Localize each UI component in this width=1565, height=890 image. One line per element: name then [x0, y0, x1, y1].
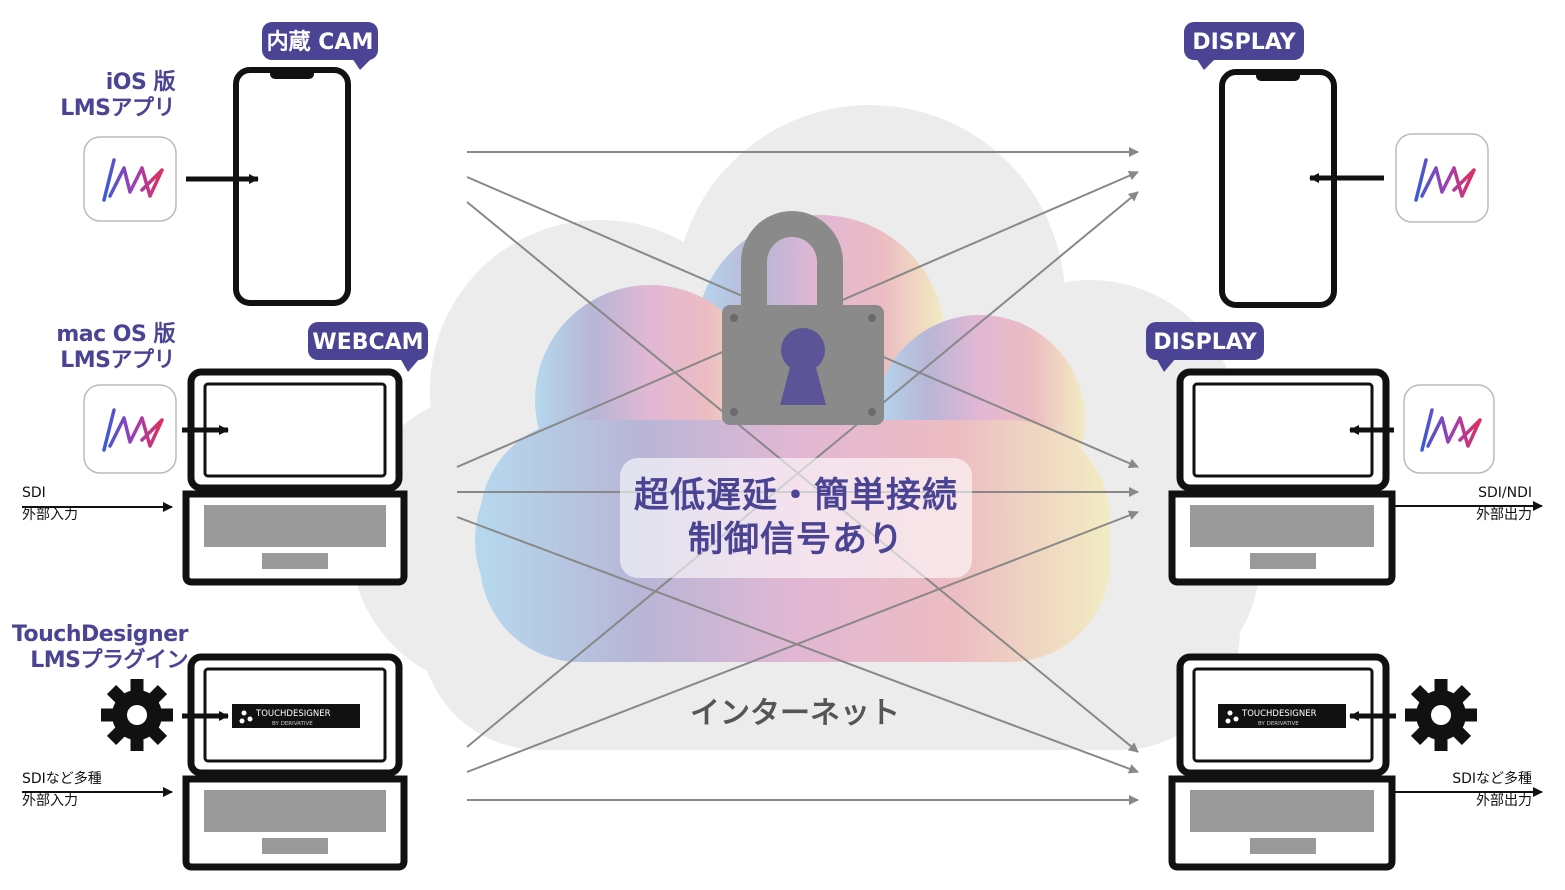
feature-callout: 超低遅延・簡単接続 制御信号あり: [620, 458, 972, 578]
feature-line-control: 制御信号あり: [687, 520, 904, 560]
touchdesigner-laptop: [182, 653, 408, 871]
gear-icon: [1405, 679, 1477, 751]
multi-output-label: SDIなど多種 外部出力: [1452, 771, 1532, 809]
badge-display-phone-text: DISPLAY: [1192, 30, 1296, 55]
sdi-input-label: SDI 外部入力: [22, 485, 78, 523]
arrow-td-to-laptop: [466, 510, 1139, 773]
badge-webcam-text: WEBCAM: [312, 330, 423, 355]
display-touchdesigner-laptop: [1168, 653, 1396, 871]
svg-text:TOUCHDESIGNER: TOUCHDESIGNER: [1241, 709, 1317, 719]
feature-line-latency: 超低遅延・簡単接続: [633, 476, 958, 516]
display-laptop: [1168, 368, 1396, 586]
internet-label: インターネット: [690, 696, 900, 731]
padlock-icon: [722, 211, 884, 425]
badge-display-laptop: DISPLAY: [1146, 322, 1264, 372]
svg-text:BY DERIVATIVE: BY DERIVATIVE: [1258, 721, 1299, 727]
macos-laptop: [182, 368, 408, 586]
lms-app-icon: [83, 136, 177, 222]
label-macos-app: mac OS 版 LMSアプリ: [56, 322, 175, 373]
display-phone: [1219, 69, 1337, 308]
badge-internal-cam: 内蔵 CAM: [262, 22, 378, 70]
badge-display-phone: DISPLAY: [1184, 22, 1304, 70]
badge-webcam: WEBCAM: [308, 322, 428, 372]
svg-text:BY DERIVATIVE: BY DERIVATIVE: [272, 721, 313, 727]
badge-internal-cam-text: 内蔵 CAM: [267, 30, 374, 55]
sdi-ndi-output-label: SDI/NDI 外部出力: [1476, 485, 1532, 523]
touchdesigner-logo: TOUCHDESIGNER BY DERIVATIVE: [1218, 704, 1346, 728]
gear-icon: [101, 679, 173, 751]
label-touchdesigner-plugin: TouchDesigner LMSプラグイン: [11, 622, 189, 673]
multi-input-label: SDIなど多種 外部入力: [22, 771, 102, 809]
badge-display-laptop-text: DISPLAY: [1153, 330, 1257, 355]
touchdesigner-logo: TOUCHDESIGNER BY DERIVATIVE: [232, 704, 360, 728]
svg-text:TOUCHDESIGNER: TOUCHDESIGNER: [255, 709, 331, 719]
lms-app-icon: [1403, 384, 1495, 474]
ios-phone: [233, 67, 351, 306]
label-ios-app: iOS 版 LMSアプリ: [60, 70, 175, 121]
lms-app-icon: [1395, 133, 1489, 223]
lms-app-icon: [83, 384, 177, 474]
